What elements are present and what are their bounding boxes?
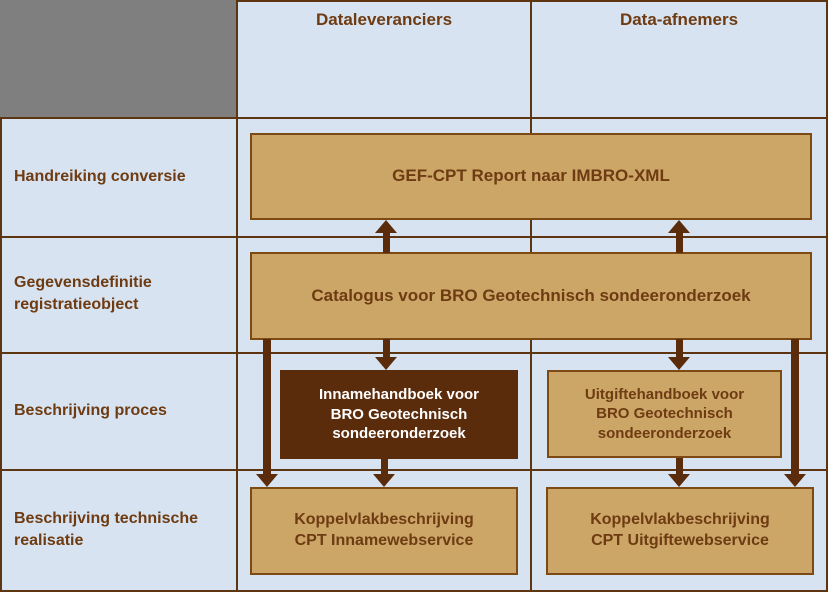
grid-line xyxy=(0,352,828,354)
grid-line xyxy=(826,0,828,592)
arrow-head-icon xyxy=(668,357,690,370)
box-koppelvlak-innamewebservice: Koppelvlakbeschrijving CPT Innamewebserv… xyxy=(250,487,518,575)
arrow-catalogus-to-koppelvlak-uitgifte-icon xyxy=(784,339,806,487)
arrow-stem xyxy=(791,339,799,474)
column-header-data-afnemers: Data-afnemers xyxy=(619,10,739,29)
arrow-head-icon xyxy=(373,474,395,487)
grid-line xyxy=(0,469,828,471)
arrow-head-icon xyxy=(668,220,690,233)
arrow-catalogus-to-gefcpt-right-icon xyxy=(668,220,690,253)
grid-line xyxy=(0,0,2,592)
box-koppelvlak-uitgiftewebservice: Koppelvlakbeschrijving CPT Uitgiftewebse… xyxy=(546,487,814,575)
arrow-catalogus-to-innamehandboek-icon xyxy=(375,339,397,370)
box-catalogus: Catalogus voor BRO Geotechnisch sondeero… xyxy=(250,252,812,340)
row-label-handreiking-conversie: Handreiking conversie xyxy=(14,167,186,185)
arrow-stem xyxy=(263,339,271,474)
arrow-catalogus-to-uitgiftehandboek-icon xyxy=(668,339,690,370)
arrow-catalogus-to-gefcpt-left-icon xyxy=(375,220,397,253)
arrow-stem xyxy=(675,233,683,253)
arrow-head-icon xyxy=(256,474,278,487)
arrow-stem xyxy=(382,339,390,357)
arrow-head-icon xyxy=(784,474,806,487)
arrow-uitgiftehandboek-to-koppelvlak-icon xyxy=(668,458,690,487)
grid-line xyxy=(236,0,238,592)
arrow-stem xyxy=(380,459,388,474)
box-uitgiftehandboek: Uitgiftehandboek voor BRO Geotechnisch s… xyxy=(547,370,782,458)
arrow-head-icon xyxy=(668,474,690,487)
grid-line xyxy=(0,0,828,2)
arrow-stem xyxy=(382,233,390,253)
grid-line xyxy=(0,117,828,119)
arrow-head-icon xyxy=(375,220,397,233)
arrow-innamehandboek-to-koppelvlak-icon xyxy=(373,459,395,487)
corner-cell xyxy=(0,0,236,117)
row-label-beschrijving-technische-realisatie: Beschrijving technische realisatie xyxy=(14,509,199,549)
grid-line xyxy=(0,590,828,592)
row-label-beschrijving-proces: Beschrijving proces xyxy=(14,401,167,419)
arrow-catalogus-to-koppelvlak-inname-icon xyxy=(256,339,278,487)
box-gef-cpt-report: GEF-CPT Report naar IMBRO-XML xyxy=(250,133,812,220)
arrow-stem xyxy=(675,339,683,357)
row-label-gegevensdefinitie-registratieobject: Gegevensdefinitie registratieobject xyxy=(14,274,152,313)
arrow-stem xyxy=(675,458,683,474)
column-header-dataleveranciers: Dataleveranciers xyxy=(315,10,453,29)
grid-line xyxy=(0,236,828,238)
arrow-head-icon xyxy=(375,357,397,370)
box-innamehandboek: Innamehandboek voor BRO Geotechnisch son… xyxy=(280,370,518,459)
